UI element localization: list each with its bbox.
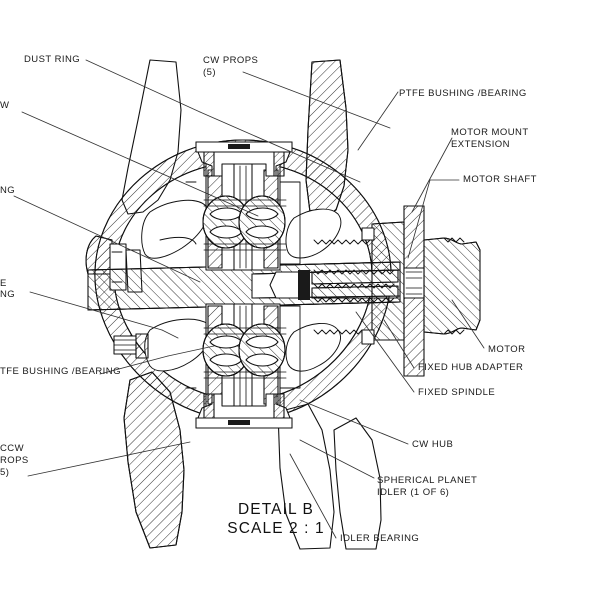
prop-blade-bottom-right — [333, 417, 382, 550]
leader-cw-props — [242, 71, 391, 129]
leader-motor — [451, 299, 485, 349]
spherical-planet-idler-upper-right — [238, 195, 286, 249]
leader-spherical-planet — [299, 439, 375, 479]
label-fixed-hub-adapter: FIXED HUB ADAPTER — [418, 362, 524, 373]
label-cw-props-line1: CW PROPS — [203, 55, 259, 66]
leader-ptfe-right — [357, 91, 399, 151]
leader-left-ring — [13, 195, 201, 283]
label-ccw-props-line3: 5) — [0, 467, 10, 478]
label-left-ptfe-bushing: TFE BUSHING /BEARING — [0, 366, 121, 377]
label-left-clipped-ring: NG — [0, 185, 16, 196]
leader-lines — [13, 59, 485, 539]
top-hub-flange — [195, 141, 293, 177]
label-idler-bearing: IDLER BEARING — [340, 533, 420, 544]
label-left-clipped-ptfe-line1: E — [0, 278, 7, 289]
motor-mount-extension — [403, 205, 425, 377]
label-left-clipped-ptfe-line2: NG — [0, 289, 16, 300]
label-motor-mount-line1: MOTOR MOUNT — [451, 127, 529, 138]
label-fixed-spindle: FIXED SPINDLE — [418, 387, 496, 398]
label-motor: MOTOR — [488, 344, 526, 355]
label-cw-hub: CW HUB — [412, 439, 454, 450]
bottom-hub-flange — [195, 393, 293, 429]
label-ccw-props-line1: CCW — [0, 443, 25, 454]
detail-title: DETAIL B — [238, 501, 314, 518]
label-dust-ring: DUST RING — [24, 54, 81, 65]
label-motor-shaft: MOTOR SHAFT — [463, 174, 537, 185]
label-ccw-props-line2: ROPS — [0, 455, 29, 466]
detail-scale: SCALE 2 : 1 — [227, 520, 325, 537]
label-cw-props-line2: (5) — [203, 67, 216, 78]
label-spherical-planet-line1: SPHERICAL PLANET — [377, 475, 478, 486]
label-left-clipped-ccw: W — [0, 100, 10, 111]
idler-bearing-rings — [203, 199, 287, 379]
leader-left-ptfe-b — [99, 355, 169, 375]
leader-fixed-hub — [383, 319, 415, 369]
lower-seal-feature — [113, 333, 149, 359]
label-motor-mount-line2: EXTENSION — [451, 139, 510, 150]
leader-ccw-props — [27, 441, 191, 477]
leader-idler-bearing — [289, 453, 337, 539]
leader-cw-hub — [299, 399, 409, 445]
leader-left-ccw — [21, 111, 259, 217]
spherical-planet-idler-lower-left — [202, 323, 250, 377]
leader-motor-mount — [411, 137, 453, 213]
hub-connector-ribs — [185, 181, 301, 389]
leader-left-ptfe-a — [29, 291, 163, 331]
spherical-planet-idler-lower-right — [238, 323, 286, 377]
label-ptfe-bushing-right: PTFE BUSHING /BEARING — [399, 88, 527, 99]
motor-body — [423, 237, 481, 335]
label-spherical-planet-line2: IDLER (1 OF 6) — [377, 487, 450, 498]
leader-dust-ring — [85, 59, 201, 113]
leader-fixed-spindle — [355, 311, 415, 393]
